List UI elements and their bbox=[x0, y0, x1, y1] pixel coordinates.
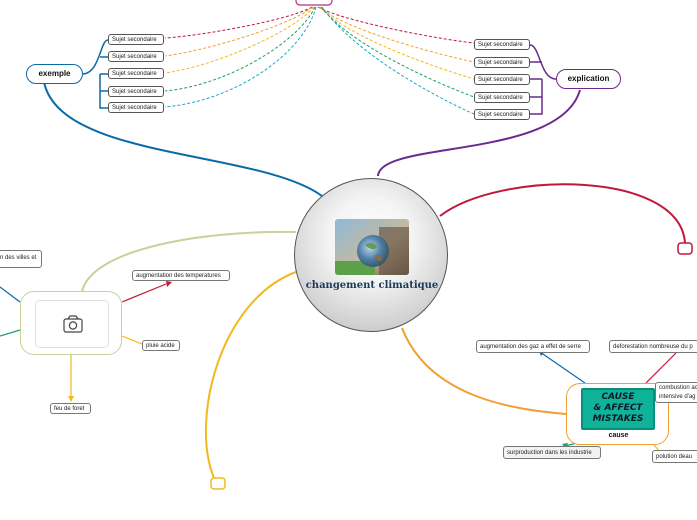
red-branch-end[interactable] bbox=[677, 242, 693, 255]
yellow-branch-end[interactable] bbox=[210, 477, 226, 490]
child-combustion-line-1: combustion ac bbox=[659, 385, 697, 391]
exemple-node[interactable]: exemple bbox=[26, 64, 83, 84]
child-combustion-line-2: intensive d'ag bbox=[659, 394, 696, 400]
earth-image bbox=[335, 219, 409, 275]
central-topic-label: changement climatique bbox=[305, 280, 439, 291]
image-placeholder-frame bbox=[35, 300, 109, 348]
central-topic[interactable]: changement climatique bbox=[294, 178, 448, 332]
subtopic-right-5[interactable]: Sujet secondaire bbox=[474, 109, 530, 120]
child-surproduction[interactable]: surproduction dans les industrie bbox=[503, 446, 601, 459]
subtopic-left-5[interactable]: Sujet secondaire bbox=[108, 102, 164, 113]
subtopic-left-4[interactable]: Sujet secondaire bbox=[108, 86, 164, 97]
subtopic-right-2[interactable]: Sujet secondaire bbox=[474, 57, 530, 68]
child-polution-eau[interactable]: polution deau bbox=[652, 450, 697, 463]
explication-node[interactable]: explication bbox=[556, 69, 621, 89]
top-node[interactable] bbox=[295, 0, 333, 6]
cause-label: cause bbox=[608, 432, 629, 439]
child-villes[interactable]: n des villes et bbox=[0, 250, 42, 268]
branch-explication bbox=[377, 89, 581, 177]
branch-red bbox=[439, 183, 686, 244]
child-pluie-acide[interactable]: pluie acide bbox=[142, 340, 180, 351]
cause-image: CAUSE & AFFECT MISTAKES bbox=[581, 388, 655, 430]
subtopic-right-4[interactable]: Sujet secondaire bbox=[474, 92, 530, 103]
branch-exemple bbox=[43, 81, 323, 197]
cause-image-line-1: CAUSE bbox=[601, 392, 635, 402]
child-deforestation[interactable]: deforestation nombreuse du p bbox=[609, 340, 697, 353]
cause-image-line-3: MISTAKES bbox=[592, 414, 644, 424]
cause-node[interactable]: CAUSE & AFFECT MISTAKES cause bbox=[566, 383, 669, 445]
child-combustion[interactable]: combustion ac intensive d'ag bbox=[655, 382, 697, 403]
subtopic-right-3[interactable]: Sujet secondaire bbox=[474, 74, 530, 85]
branch-cause bbox=[401, 327, 567, 415]
subtopic-left-1[interactable]: Sujet secondaire bbox=[108, 34, 164, 45]
branch-photo bbox=[81, 230, 297, 293]
child-gaz-effet-serre[interactable]: augmentation des gaz a effet de serre bbox=[476, 340, 590, 353]
cause-image-line-2: & AFFECT bbox=[593, 403, 643, 413]
dashed-relations bbox=[164, 6, 475, 115]
subtopic-left-3[interactable]: Sujet secondaire bbox=[108, 68, 164, 79]
camera-icon bbox=[63, 315, 83, 333]
image-placeholder-node[interactable] bbox=[20, 291, 122, 355]
earth-illustration bbox=[335, 219, 409, 275]
subtopic-left-2[interactable]: Sujet secondaire bbox=[108, 51, 164, 62]
subtopic-right-1[interactable]: Sujet secondaire bbox=[474, 39, 530, 50]
child-feu-de-foret[interactable]: feu de foret bbox=[50, 403, 91, 414]
child-augmentation-temperatures[interactable]: augmentation des temperatures bbox=[132, 270, 230, 281]
branch-yellow bbox=[204, 271, 297, 479]
